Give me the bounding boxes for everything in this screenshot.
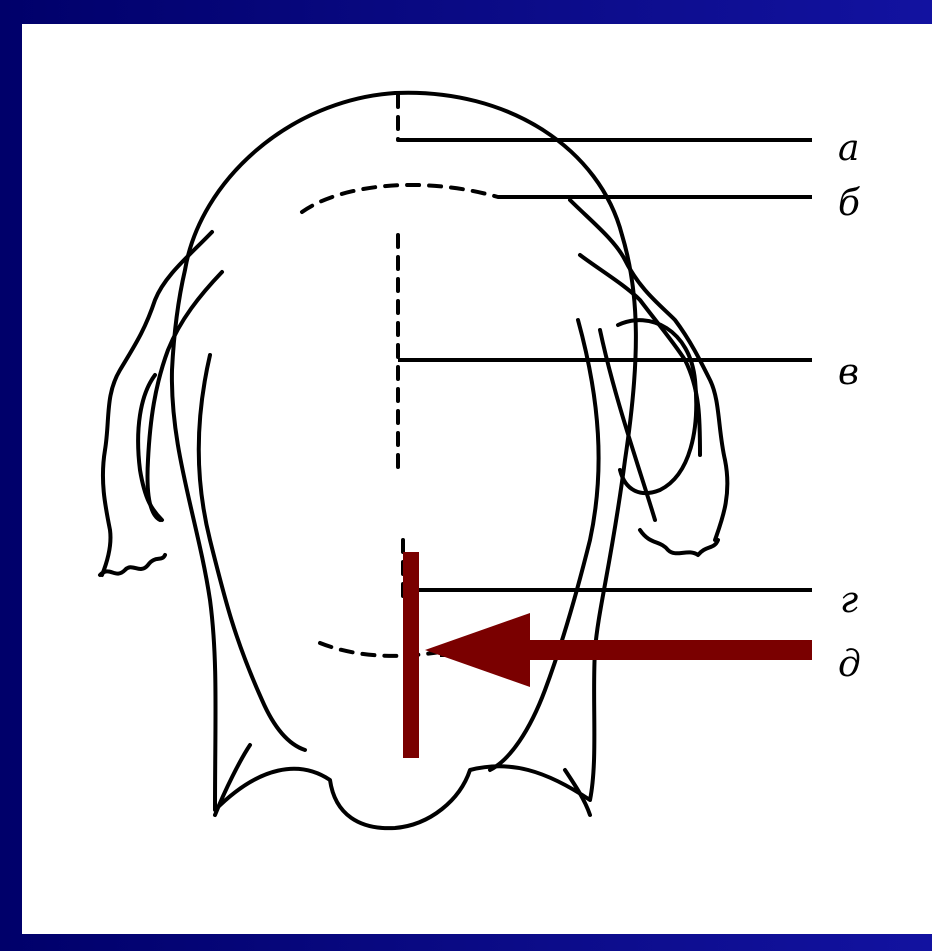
fundus-dashed-arc xyxy=(302,185,498,212)
fimbria-right xyxy=(640,530,718,555)
inner-contour-right xyxy=(490,320,599,770)
tube-right xyxy=(570,200,727,540)
label-v: в xyxy=(838,352,859,393)
label-g: г xyxy=(840,580,858,621)
cervix-flare-left xyxy=(215,745,250,815)
label-d: д xyxy=(838,644,861,685)
fimbria-left xyxy=(100,555,165,575)
highlight-marker xyxy=(403,552,812,758)
marker-arrow-head xyxy=(425,613,530,687)
cervix-flare-right xyxy=(565,770,590,815)
ovary-right xyxy=(618,320,696,493)
os-dashed-arc xyxy=(320,643,440,656)
label-b: б xyxy=(838,183,861,224)
marker-vertical-bar xyxy=(403,552,419,758)
marker-arrow-shaft xyxy=(515,640,812,660)
label-a: а xyxy=(838,128,859,169)
